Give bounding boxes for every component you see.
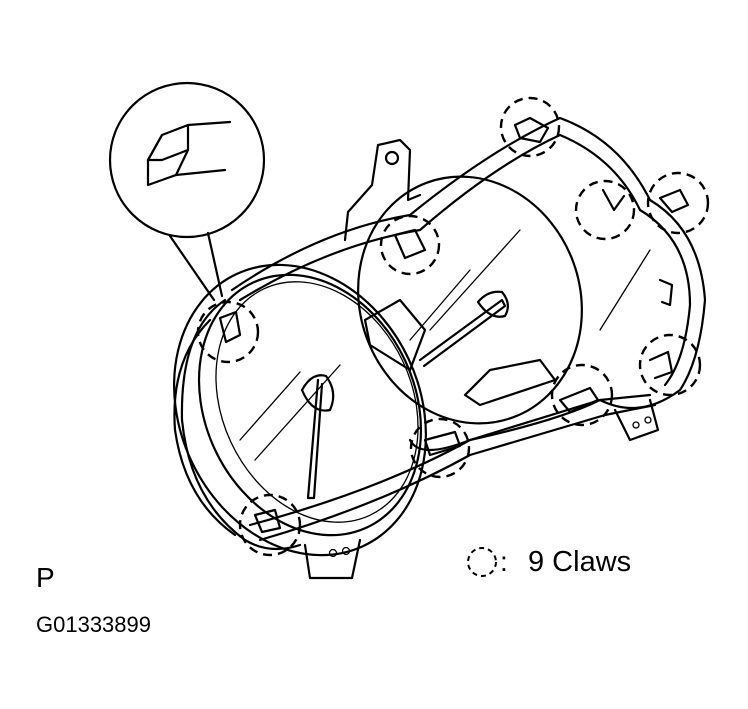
claw-marker (499, 96, 561, 158)
lower-left-bracket (303, 538, 362, 580)
upper-bracket (343, 138, 422, 242)
speedometer-needle (306, 378, 324, 500)
tachometer-needle (418, 298, 507, 368)
view-letter: P (36, 562, 55, 593)
claw-marker (574, 179, 636, 241)
claw-marker (409, 417, 471, 479)
claw-detail-icon (146, 120, 232, 187)
claw-marker (379, 214, 441, 276)
claw-marker (550, 363, 614, 427)
tachometer-face (357, 175, 583, 425)
lower-right-bracket (613, 398, 660, 442)
legend-colon: : (500, 546, 508, 577)
claw-marker (646, 171, 710, 235)
claw-markers (196, 96, 710, 557)
legend-text: 9 Claws (528, 546, 632, 578)
claw-marker (196, 300, 260, 364)
dashed-circle-icon (467, 547, 497, 577)
claw-marker (638, 333, 702, 397)
detail-callout (108, 81, 266, 302)
meter-assembly (173, 116, 707, 580)
figure-id: G01333899 (36, 612, 151, 637)
detail-circle (108, 81, 266, 239)
speedometer-rim (173, 263, 427, 557)
display-window (463, 358, 557, 407)
claw-marker (238, 493, 302, 557)
